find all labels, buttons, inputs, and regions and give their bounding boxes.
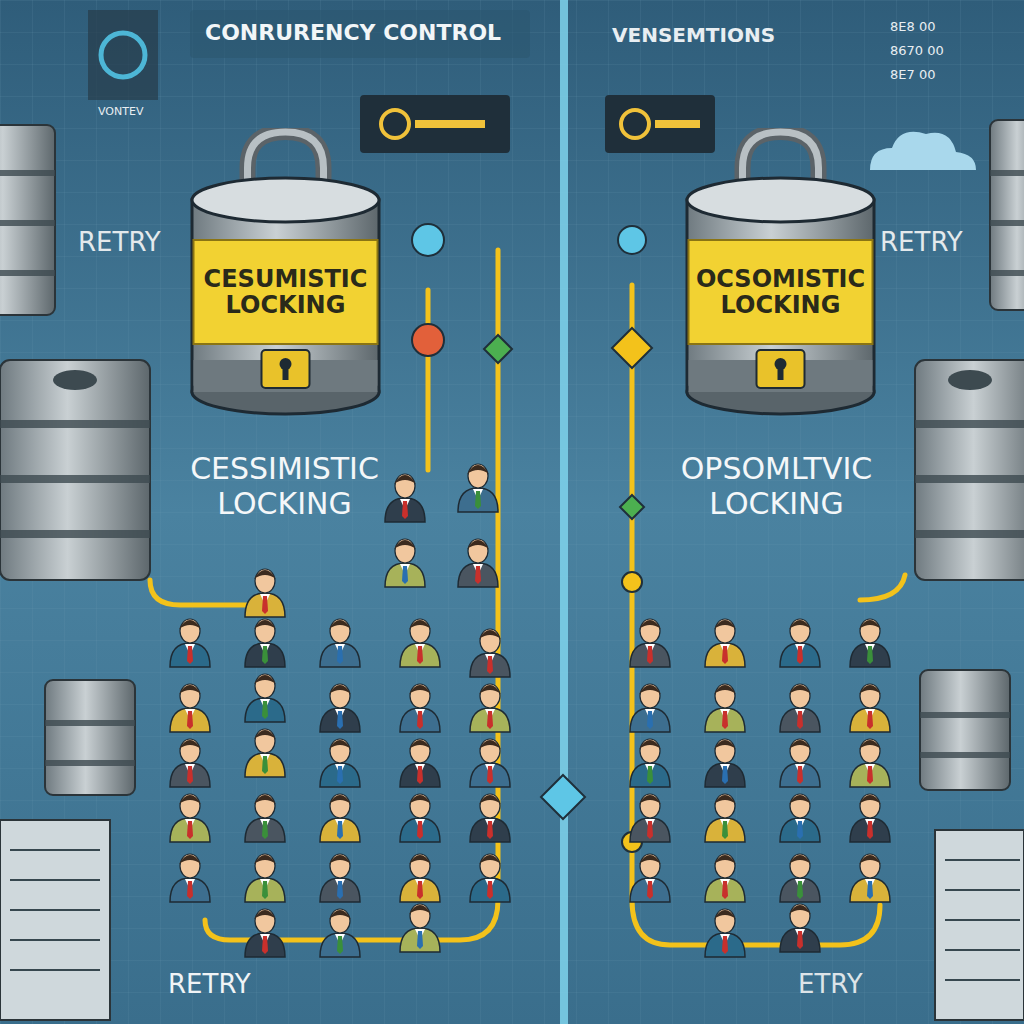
person-figure [850,794,890,842]
person-figure [320,619,360,667]
person-figure [400,619,440,667]
person-figure [458,539,498,587]
person-figure [470,684,510,732]
diagram-title: CONRURENCY CONTROL [205,20,501,45]
person-figure [705,854,745,902]
person-figure [245,619,285,667]
person-figure [458,464,498,512]
icon-label: VONTEV [98,106,143,119]
person-figure [170,794,210,842]
person-figure [850,854,890,902]
person-figure [400,854,440,902]
retry-label: ETRY [798,970,863,1000]
number-label: 8E8 00 [890,20,935,35]
person-figure [245,729,285,777]
person-figure [850,684,890,732]
person-figure [170,684,210,732]
person-figure [470,739,510,787]
person-figure [705,794,745,842]
person-figure [245,794,285,842]
person-figure [780,684,820,732]
person-figure [630,619,670,667]
person-figure [705,909,745,957]
person-figure [170,739,210,787]
person-figure [630,794,670,842]
person-figure [630,739,670,787]
person-figure [385,474,425,522]
top-label: VENSEMTIONS [612,24,775,47]
number-label: 8E7 00 [890,68,935,83]
person-figure [850,739,890,787]
lock-cylinder: CESUMISTIC LOCKING [188,128,383,420]
person-figure [320,684,360,732]
node-label: CESUMISTIC LOCKING [198,244,373,340]
person-figure [780,794,820,842]
person-figure [320,794,360,842]
person-figure [470,794,510,842]
person-figure [470,854,510,902]
person-figure [850,619,890,667]
section-heading: CESSIMISTIC LOCKING [172,452,397,521]
person-figure [385,539,425,587]
person-figure [170,619,210,667]
person-figure [245,569,285,617]
person-figure [320,739,360,787]
number-label: 8670 00 [890,44,944,59]
person-figure [705,684,745,732]
retry-label: RETRY [880,228,963,258]
node-label: OCSOMISTIC LOCKING [693,244,868,340]
person-figure [245,909,285,957]
person-figure [320,854,360,902]
retry-label: RETRY [168,970,251,1000]
person-figure [630,684,670,732]
person-figure [245,854,285,902]
person-figure [245,674,285,722]
person-figure [400,794,440,842]
person-figure [780,854,820,902]
person-figure [630,854,670,902]
person-figure [705,619,745,667]
retry-label: RETRY [78,228,161,258]
person-figure [470,629,510,677]
lock-cylinder: OCSOMISTIC LOCKING [683,128,878,420]
person-figure [400,739,440,787]
person-figure [780,739,820,787]
section-heading: OPSOMLTVIC LOCKING [664,452,889,521]
person-figure [400,904,440,952]
person-figure [170,854,210,902]
person-figure [320,909,360,957]
person-figure [780,904,820,952]
person-figure [400,684,440,732]
person-figure [705,739,745,787]
person-figure [780,619,820,667]
